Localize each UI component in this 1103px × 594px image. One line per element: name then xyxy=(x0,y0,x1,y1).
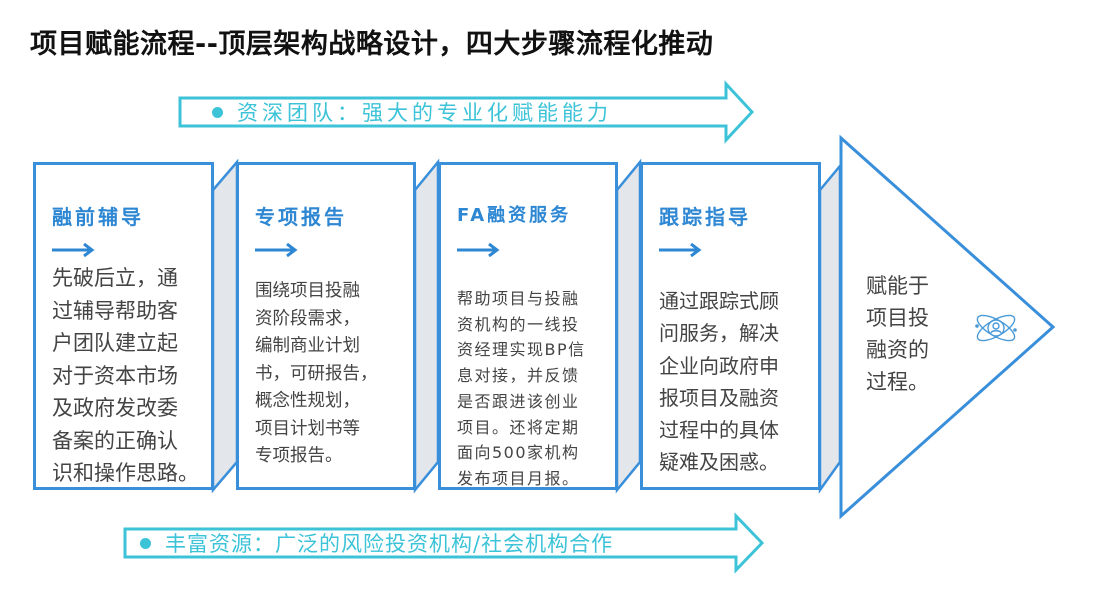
connector xyxy=(615,158,642,494)
bullet-icon xyxy=(212,106,223,118)
step-heading: FA融资服务 xyxy=(457,205,572,226)
bullet-icon xyxy=(140,537,151,549)
atom-person-icon xyxy=(975,314,1017,342)
final-text: 赋能于项目投融资的过程。 xyxy=(866,274,929,394)
step-heading: 融前辅导 xyxy=(52,205,144,229)
final-triangle xyxy=(839,134,1056,520)
arrow-right-icon xyxy=(457,243,500,257)
step-description: 帮助项目与投融资机构的一线投资经理实现BP信息对接，并反馈是否跟进该创业项目。还… xyxy=(457,289,586,488)
step-box-3: FA融资服务 帮助项目与投融资机构的一线投资经理实现BP信息对接，并反馈是否跟进… xyxy=(438,162,618,490)
arrow-right-icon xyxy=(659,243,702,257)
bottom-banner-text: 丰富资源：广泛的风险投资机构/社会机构合作 xyxy=(165,532,614,556)
step-box-1: 融前辅导 先破后立，通过辅导帮助客户团队建立起对于资本市场及政府发改委备案的正确… xyxy=(33,162,214,490)
step-heading: 专项报告 xyxy=(255,205,347,229)
arrow-right-icon xyxy=(52,243,95,257)
top-banner-text: 资深团队：强大的专业化赋能能力 xyxy=(237,101,612,125)
step-description: 通过跟踪式顾问服务，解决企业向政府申报项目及融资过程中的具体疑难及困惑。 xyxy=(659,289,779,475)
connector xyxy=(413,158,440,494)
step-heading: 跟踪指导 xyxy=(659,205,751,229)
top-banner: 资深团队：强大的专业化赋能能力 xyxy=(212,98,612,126)
step-description: 先破后立，通过辅导帮助客户团队建立起对于资本市场及政府发改委备案的正确认识和操作… xyxy=(52,266,199,485)
step-box-4: 跟踪指导 通过跟踪式顾问服务，解决企业向政府申报项目及融资过程中的具体疑难及困惑… xyxy=(640,162,821,490)
arrow-right-icon xyxy=(255,243,298,257)
page-title: 项目赋能流程--顶层架构战略设计，四大步骤流程化推动 xyxy=(30,29,714,60)
step-description: 围绕项目投融资阶段需求，编制商业计划书，可研报告，概念性规划，项目计划书等专项报… xyxy=(255,281,378,466)
connector xyxy=(818,162,842,494)
step-box-2: 专项报告 围绕项目投融资阶段需求，编制商业计划书，可研报告，概念性规划，项目计划… xyxy=(236,162,416,490)
bottom-banner: 丰富资源：广泛的风险投资机构/社会机构合作 xyxy=(140,529,613,557)
top-banner-arrow xyxy=(178,80,755,144)
connector xyxy=(211,158,239,494)
bottom-banner-arrow xyxy=(123,512,765,574)
